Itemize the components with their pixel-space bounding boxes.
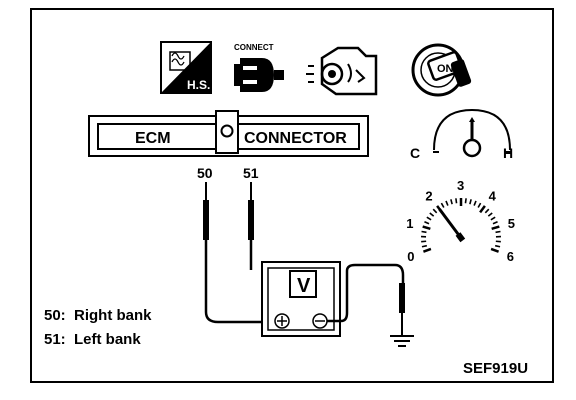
tach-tick [421, 244, 428, 248]
tach-tick [490, 216, 496, 221]
tach-tick [422, 225, 431, 231]
tach-tick [450, 199, 453, 205]
connector-label: CONNECTOR [244, 130, 347, 147]
probe-lead-51 [248, 182, 254, 270]
tach-tick [494, 244, 501, 248]
tach-tick [495, 230, 501, 234]
tach-tick [429, 212, 435, 217]
tach-needle [438, 208, 463, 239]
tach-tick [424, 220, 430, 225]
tach-tick [464, 198, 467, 204]
tach-tick [455, 198, 458, 204]
ecm-label: ECM [135, 130, 171, 147]
tach-hub [455, 232, 466, 243]
tach-tick [479, 205, 486, 214]
tach-tick [492, 220, 498, 225]
ground-symbol-icon [390, 335, 414, 347]
ignition-on-icon: ON [411, 43, 472, 97]
hot-soak-icon: H.S. [160, 41, 212, 94]
temperature-gauge-icon: C H [410, 108, 513, 161]
terminal-50-label: 50 [197, 165, 213, 181]
tach-tick [490, 247, 500, 253]
legend-line-51: 51: Left bank [44, 331, 141, 348]
legend-line-50: 50: Right bank [44, 307, 152, 324]
tach-tick [426, 216, 432, 221]
ecm-connector: ECM CONNECTOR [88, 110, 369, 157]
connect-label: CONNECT [234, 43, 274, 52]
probe-lead-50 [203, 182, 280, 324]
temp-hot-label: H [503, 145, 513, 161]
tach-tick [422, 247, 432, 253]
tach-tick-label: 6 [507, 249, 514, 264]
tach-tick-label: 4 [489, 188, 497, 203]
tach-tick [477, 202, 482, 208]
tach-tick [440, 202, 445, 208]
tach-tick [445, 200, 449, 206]
tach-tick-label: 2 [425, 188, 432, 203]
tach-tick [469, 199, 472, 205]
figure-code: SEF919U [463, 360, 528, 377]
tach-tick [432, 208, 438, 214]
tach-tick-label: 5 [508, 216, 515, 231]
connect-icon: CONNECT [234, 43, 284, 92]
tachometer-icon: 0 12 3 45 6 [406, 178, 515, 264]
tach-tick-label: 0 [407, 249, 414, 264]
tach-tick [473, 200, 477, 206]
voltmeter: V [261, 261, 341, 337]
temp-cold-label: C [410, 145, 420, 161]
terminal-51-label: 51 [243, 165, 259, 181]
tach-tick-label: 3 [457, 178, 464, 193]
tach-tick [484, 208, 490, 214]
tach-tick-label: 1 [406, 216, 413, 231]
tach-tick [487, 212, 493, 217]
ignition-on-label: ON [437, 63, 454, 75]
diagram-frame [30, 8, 554, 383]
tach-tick [491, 225, 500, 231]
hot-soak-label: H.S. [187, 78, 210, 92]
ground-lead [327, 263, 405, 336]
engine-running-icon [306, 46, 378, 96]
tach-tick [421, 230, 427, 234]
voltmeter-v-label: V [297, 275, 311, 297]
